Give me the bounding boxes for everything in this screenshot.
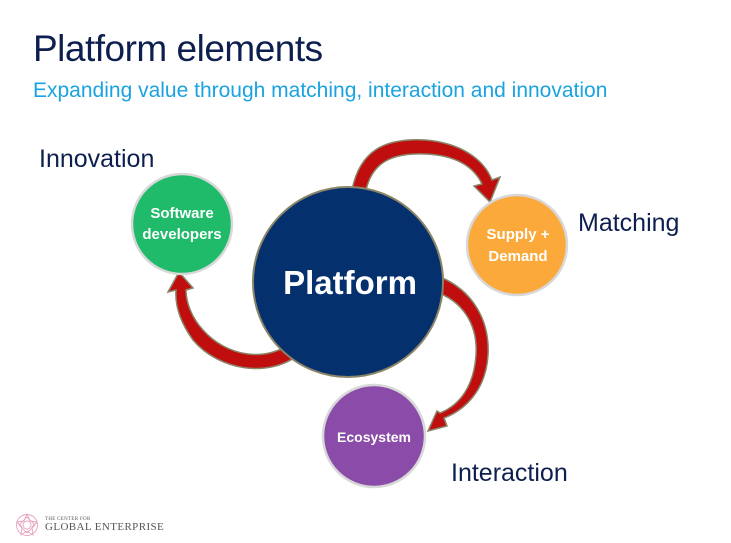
star-logo-icon (16, 513, 38, 536)
supply-circle (465, 193, 569, 297)
node-ecosystem: Ecosystem (321, 383, 427, 489)
node-software-developers: Software developers (130, 172, 234, 276)
node-supply-demand: Supply + Demand (465, 193, 569, 297)
software-label-line1: Software (150, 205, 213, 222)
slide-subtitle: Expanding value through matching, intera… (33, 79, 608, 102)
software-circle (130, 172, 234, 276)
footer-logo: THE CENTER FOR GLOBAL ENTERPRISE (15, 513, 164, 537)
logo-line1: THE CENTER FOR (45, 517, 91, 522)
platform-label: Platform (283, 264, 417, 301)
ecosystem-circle (321, 383, 427, 489)
arrow-platform-to-supply (351, 139, 502, 204)
node-platform: Platform (252, 186, 444, 378)
label-matching: Matching (578, 209, 680, 237)
label-innovation: Innovation (39, 145, 155, 173)
software-label-line2: developers (142, 226, 221, 243)
supply-label-line1: Supply + (487, 226, 550, 243)
platform-circle (252, 186, 444, 378)
logo-line2: GLOBAL ENTERPRISE (45, 521, 165, 533)
slide-title: Platform elements (33, 28, 323, 69)
arrow-platform-to-ecosystem (426, 276, 489, 433)
label-interaction: Interaction (451, 459, 568, 487)
supply-label-line2: Demand (488, 248, 547, 265)
ecosystem-label: Ecosystem (337, 429, 411, 445)
